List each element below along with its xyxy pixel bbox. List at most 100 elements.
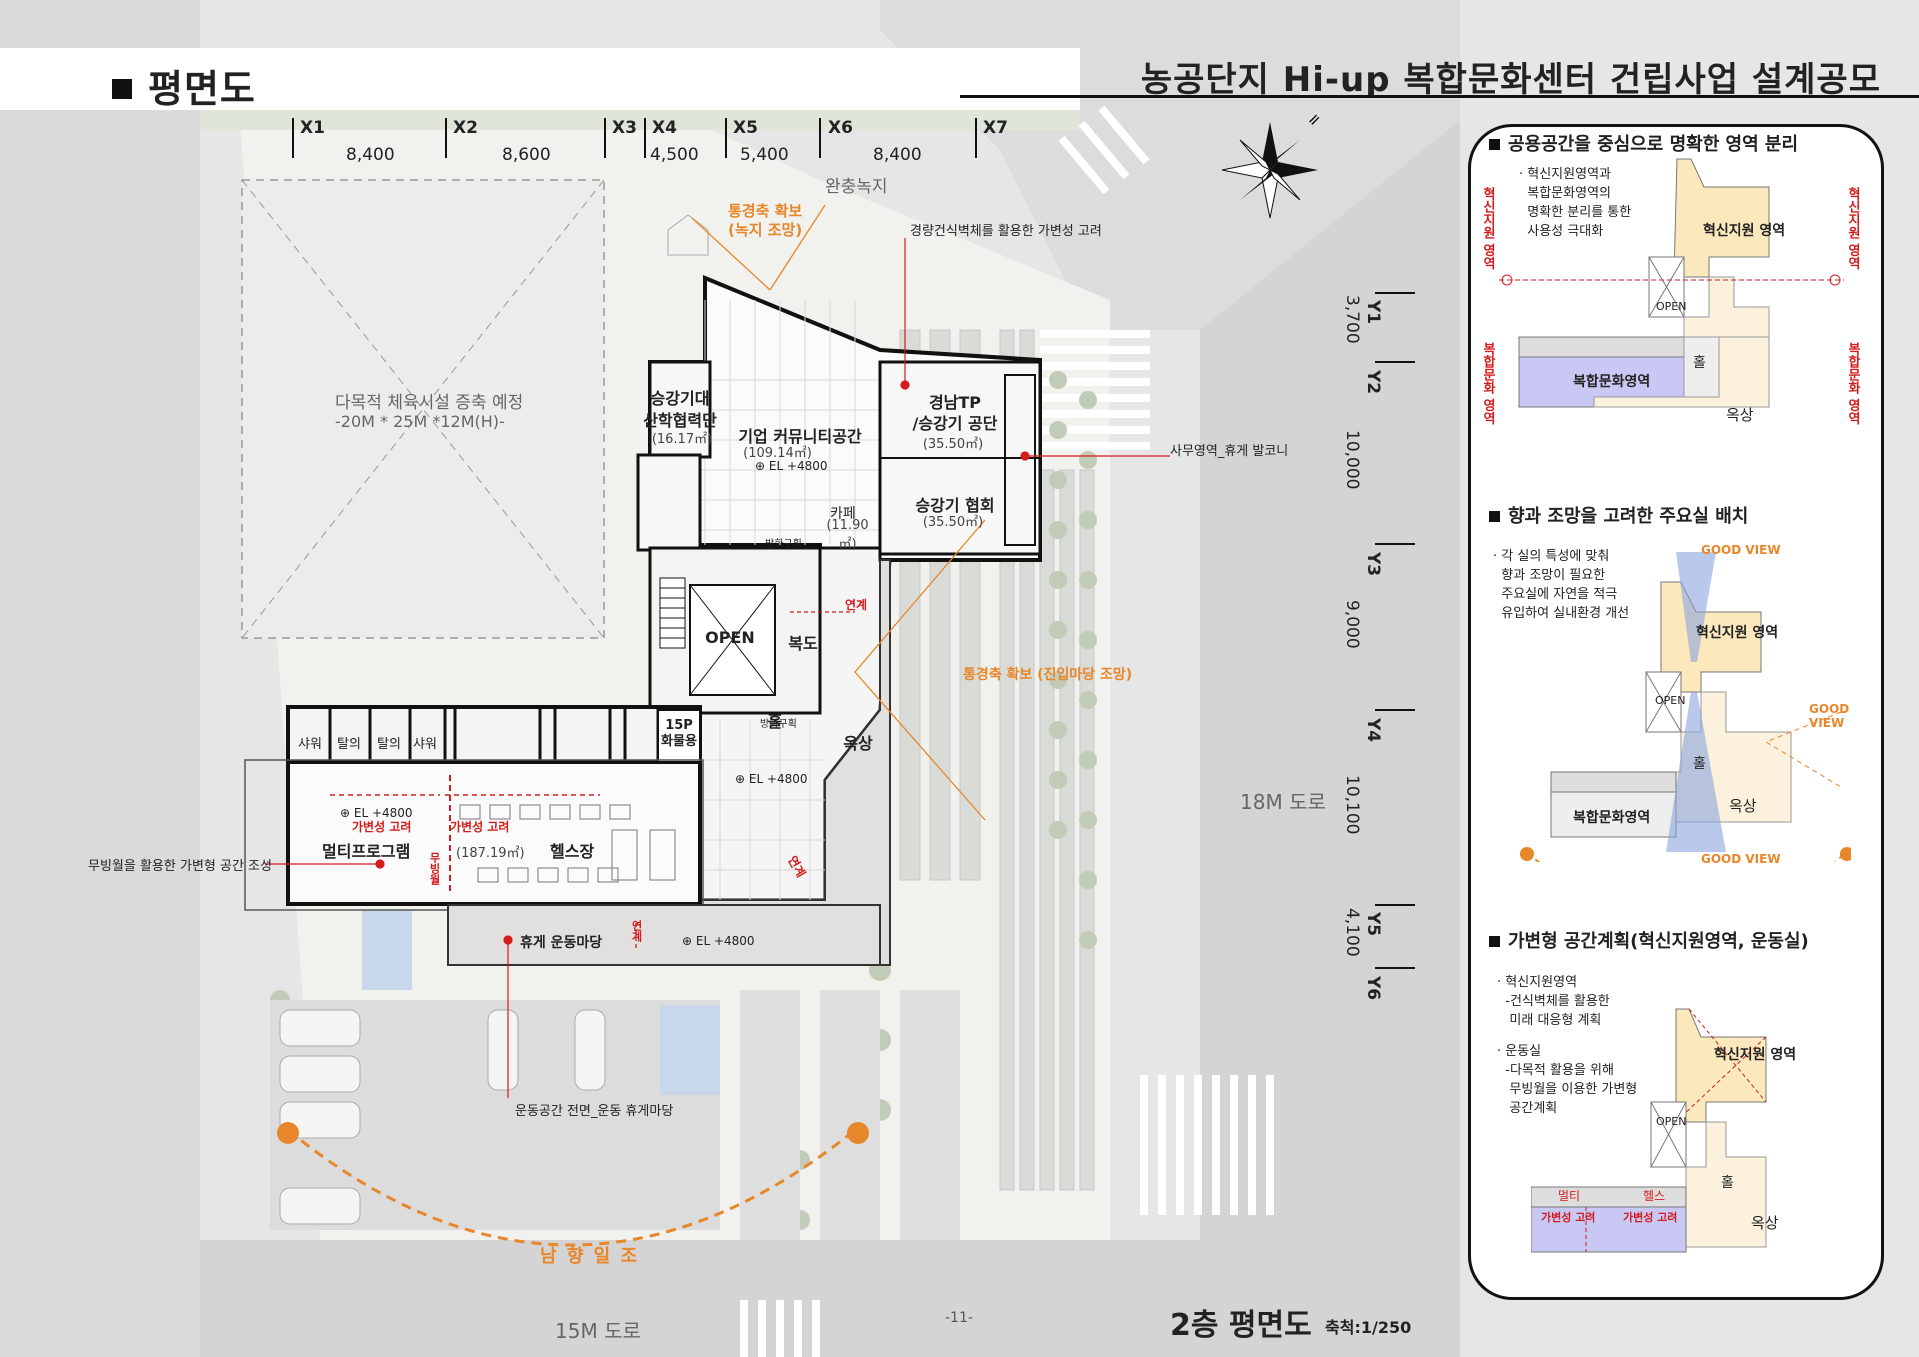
zone3-health-label: 헬스 xyxy=(1643,1189,1666,1203)
grid-dim-x1: 8,400 xyxy=(346,145,395,165)
zone3-open-label: OPEN xyxy=(1656,1115,1687,1128)
sports-facility-label: 다목적 체육시설 증축 예정 xyxy=(335,393,524,413)
grid-x2: X2 xyxy=(453,118,478,138)
view-axis-green-note: 통경축 확보 (녹지 조망) xyxy=(728,202,803,239)
room-elevator-association: 승강기 협회 xyxy=(915,496,995,515)
grid-y6: Y6 xyxy=(1363,976,1383,1001)
room-hall-el: ⊕ EL +4800 xyxy=(735,772,808,786)
zone3-variable-1: 가변성 고려 xyxy=(1541,1211,1596,1224)
zone1-open-label: OPEN xyxy=(1656,300,1687,313)
panel-right-culture-vertical: 복합문화 영역 xyxy=(1845,342,1860,425)
movable-wall-note: 무빙월을 활용한 가변형 공간 조성 xyxy=(88,859,272,874)
sports-facility-dims: -20M * 25M *12M(H)- xyxy=(335,412,505,431)
square-bullet-icon xyxy=(1489,511,1500,522)
zone3-variable-2: 가변성 고려 xyxy=(1623,1211,1678,1224)
room-shower-1: 샤워 xyxy=(298,737,322,752)
grid-x6: X6 xyxy=(828,118,853,138)
good-view-bottom: GOOD VIEW xyxy=(1701,852,1781,866)
header-band xyxy=(0,48,1080,110)
panel-section2-text: · 각 실의 특성에 맞춰 향과 조망이 필요한 주요실에 자연을 적극 유입하… xyxy=(1493,549,1630,621)
room-tp-area: (35.50㎡) xyxy=(922,437,984,452)
grid-dim-x2: 8,600 xyxy=(502,145,551,165)
panel-section1-text: · 혁신지원영역과 복합문화영역의 명확한 분리를 통한 사용성 극대화 xyxy=(1519,167,1632,239)
room-cooperation: 승강기대 산학협력단 xyxy=(643,389,717,430)
fire-zone-label-2: 방화구획 xyxy=(760,719,797,730)
room-shower-2: 샤워 xyxy=(413,737,437,752)
panel-right-innovation-vertical: 혁신지원 영역 xyxy=(1845,187,1860,270)
panel-left-innovation-vertical: 혁신지원 영역 xyxy=(1480,187,1495,270)
grid-x7: X7 xyxy=(983,118,1008,138)
zone2-roof-label: 옥상 xyxy=(1729,797,1757,815)
room-gym-area: (187.19㎡) xyxy=(456,846,525,861)
square-bullet-icon xyxy=(112,78,132,99)
fire-zone-label-1: 방화구획 xyxy=(765,539,802,550)
grid-dim-y1: 3,700 xyxy=(1342,295,1362,344)
grid-y3: Y3 xyxy=(1363,552,1383,577)
grid-x5: X5 xyxy=(733,118,758,138)
room-community-el: ⊕ EL +4800 xyxy=(755,459,828,473)
grid-x1: X1 xyxy=(300,118,325,138)
sports-front-note: 운동공간 전면_운동 휴게마당 xyxy=(515,1104,674,1119)
good-view-right: GOOD VIEW xyxy=(1809,702,1850,730)
room-rest-yard-el: ⊕ EL +4800 xyxy=(682,934,755,948)
room-locker-2: 탈의 xyxy=(377,737,401,752)
road-15m-label: 15M 도로 xyxy=(555,1319,641,1343)
grid-dim-x5: 5,400 xyxy=(740,145,789,165)
room-multi-program: 멀티프로그램 xyxy=(322,842,411,861)
zone2-innovation-label: 혁신지원 영역 xyxy=(1696,625,1779,641)
panel-section2-title: 향과 조망을 고려한 주요실 배치 xyxy=(1489,502,1748,528)
view-diagram-2 xyxy=(1520,552,1851,862)
room-gym: 헬스장 xyxy=(550,842,595,861)
buffer-green-label: 완충녹지 xyxy=(825,177,888,197)
link-label-3: 연계 xyxy=(630,920,643,942)
square-bullet-icon xyxy=(1489,139,1500,150)
zone1-culture-label: 복합문화영역 xyxy=(1573,374,1651,390)
zone1-innovation-label: 혁신지원 영역 xyxy=(1703,223,1786,239)
zone1-hall-label: 홀 xyxy=(1693,355,1706,371)
zone3-multi-label: 멀티 xyxy=(1558,1189,1581,1203)
panel-section1-title: 공용공간을 중심으로 명확한 영역 분리 xyxy=(1489,130,1798,156)
room-cooperation-area: (16.17㎡) xyxy=(651,432,713,447)
grid-x4: X4 xyxy=(652,118,677,138)
room-tp: 경남TP /승강기 공단 xyxy=(912,393,998,433)
room-rooftop: 옥상 xyxy=(843,734,873,753)
room-cafe-area: (11.90㎡) xyxy=(826,518,869,552)
variable-label-1: 가변성 고려 xyxy=(352,820,412,834)
good-view-top: GOOD VIEW xyxy=(1701,543,1781,557)
link-label-1: 연계 xyxy=(845,598,868,612)
sun-path-label: 남 향 일 조 xyxy=(540,1246,640,1267)
grid-x3: X3 xyxy=(612,118,637,138)
panel-section3-text-2: · 운동실 -다목적 활용을 위해 무빙월을 이용한 가변형 공간계획 xyxy=(1497,1044,1638,1116)
room-gym-el: ⊕ EL +4800 xyxy=(340,806,413,820)
project-title: 농공단지 Hi-up 복합문화센터 건립사업 설계공모 xyxy=(1140,60,1881,100)
variable-label-2: 가변성 고려 xyxy=(450,820,510,834)
zone2-hall-label: 홀 xyxy=(1693,756,1706,772)
section-title: 평면도 xyxy=(112,58,256,113)
zone2-open-label: OPEN xyxy=(1655,694,1686,707)
grid-dim-y5: 4,100 xyxy=(1342,908,1362,957)
room-open: OPEN xyxy=(705,628,755,647)
zone2-culture-label: 복합문화영역 xyxy=(1573,810,1651,826)
room-freight-elevator: 15P 화물용 xyxy=(661,718,697,749)
grid-dim-x6: 8,400 xyxy=(873,145,922,165)
grid-dim-y4: 10,100 xyxy=(1342,775,1362,835)
square-bullet-icon xyxy=(1489,936,1500,947)
grid-y1: Y1 xyxy=(1363,300,1383,325)
road-18m-label: 18M 도로 xyxy=(1240,790,1326,814)
room-locker-1: 탈의 xyxy=(337,737,361,752)
zone3-innovation-label: 혁신지원 영역 xyxy=(1714,1047,1797,1063)
room-cafe: 카페 xyxy=(830,506,856,522)
title-underline xyxy=(960,95,1919,98)
zone3-roof-label: 옥상 xyxy=(1751,1214,1779,1232)
zone3-hall-label: 홀 xyxy=(1721,1175,1734,1191)
concept-panel: 공용공간을 중심으로 명확한 영역 분리 · 혁신지원영역과 복합문화영역의 명… xyxy=(1468,124,1884,1300)
room-rest-yard: 휴게 운동마당 xyxy=(520,935,603,951)
room-community: 기업 커뮤니티공간 xyxy=(738,427,862,446)
room-corridor: 복도 xyxy=(788,634,818,653)
zone1-roof-label: 옥상 xyxy=(1726,406,1754,424)
grid-dim-x4: 4,500 xyxy=(650,145,699,165)
panel-section3-text-1: · 혁신지원영역 -건식벽체를 활용한 미래 대응형 계획 xyxy=(1497,975,1610,1028)
drawing-title: 2층 평면도 xyxy=(1170,1308,1312,1343)
lightweight-wall-note: 경량건식벽체를 활용한 가변성 고려 xyxy=(910,224,1102,239)
